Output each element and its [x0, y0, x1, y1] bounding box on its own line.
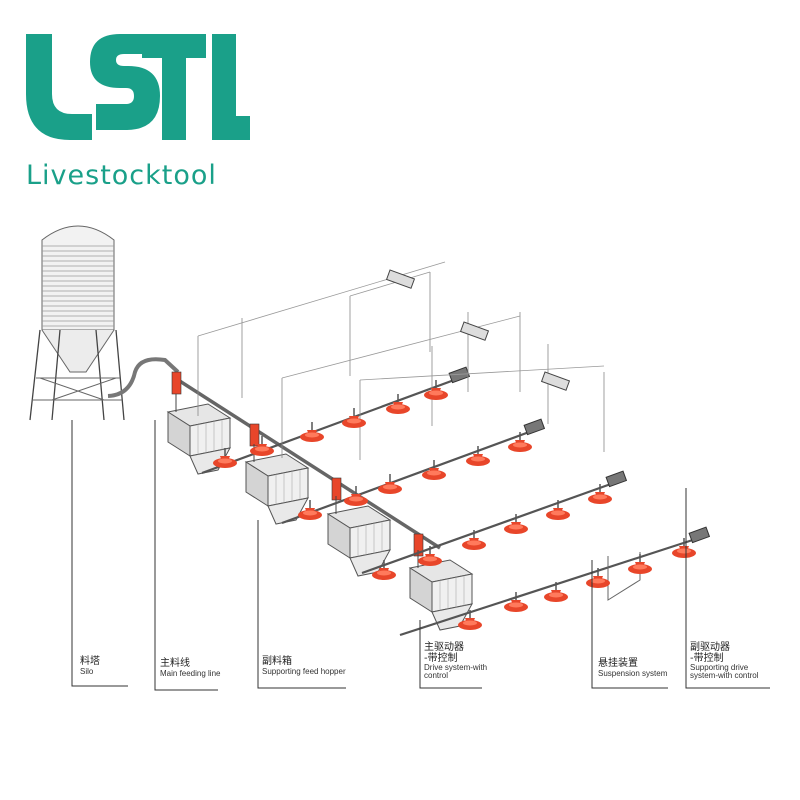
label-en: Drive system-with	[424, 663, 488, 672]
feeding-line	[281, 418, 546, 525]
leader-line	[257, 520, 346, 689]
support-drive-unit	[605, 470, 628, 488]
winch	[385, 269, 416, 289]
feeder-pan	[628, 554, 652, 574]
feed-hopper	[244, 423, 310, 525]
feeder-pan	[544, 582, 568, 602]
feeder-pan	[462, 530, 486, 550]
feeding-line	[399, 526, 711, 637]
feeder-pan	[386, 394, 410, 414]
feeder-pan	[504, 592, 528, 612]
feeder-pan	[213, 448, 237, 468]
leader-line	[71, 420, 128, 687]
feeder-pan	[250, 436, 274, 456]
feeder-pan	[298, 500, 322, 520]
leader-line	[154, 420, 218, 691]
label-en: Silo	[80, 666, 94, 676]
leader-line	[685, 488, 770, 689]
feeder-pan	[466, 446, 490, 466]
support-drive-unit	[523, 418, 546, 436]
label-en: Suspension system	[598, 668, 668, 678]
winch	[540, 371, 571, 391]
feeder-pan	[300, 422, 324, 442]
label-en: Main feeding line	[160, 668, 221, 678]
feeder-pan	[418, 546, 442, 566]
feeder-pan	[508, 432, 532, 452]
brand-name: Livestocktool	[26, 160, 217, 191]
feeder-pan	[378, 474, 402, 494]
feeder-pan	[344, 486, 368, 506]
feeding-line	[361, 470, 628, 575]
label-en: control	[424, 671, 449, 681]
feeder-pan	[588, 484, 612, 504]
label-zh-sub: -带控制	[690, 652, 724, 664]
drive-motor	[249, 423, 260, 447]
label-zh: 主驱动器	[424, 642, 464, 653]
label-zh: 副料箱	[262, 656, 292, 667]
label-zh-sub: -带控制	[424, 652, 458, 664]
leader-line	[591, 560, 668, 689]
winch	[459, 321, 490, 341]
main-feeding-line	[107, 357, 441, 550]
feeder-pan	[422, 460, 446, 480]
label-zh: 副驱动器	[690, 642, 730, 653]
support-drive-unit	[688, 526, 711, 544]
logo-mark-icon	[26, 34, 250, 140]
label-en: Supporting feed hopper	[262, 666, 346, 676]
leader-line	[419, 620, 482, 689]
label-en: system-with control	[690, 671, 759, 681]
label-zh: 主料线	[160, 658, 190, 669]
feed-hopper	[166, 371, 232, 475]
feeder-pan	[424, 380, 448, 400]
feeder-pan	[342, 408, 366, 428]
label-zh: 悬挂装置	[598, 658, 638, 669]
brand-logo: Livestocktool	[22, 30, 252, 191]
feeder-pan	[372, 560, 396, 580]
feeder-pan	[458, 610, 482, 630]
feeder-pan	[586, 568, 610, 588]
feeder-pan	[546, 500, 570, 520]
feed-hopper	[326, 477, 392, 577]
drive-motor	[171, 371, 182, 395]
silo	[29, 225, 125, 421]
label-zh: 料塔	[80, 656, 100, 667]
feeder-pan	[504, 514, 528, 534]
suspension-system	[197, 261, 641, 601]
label-en: Supporting drive	[690, 663, 749, 672]
